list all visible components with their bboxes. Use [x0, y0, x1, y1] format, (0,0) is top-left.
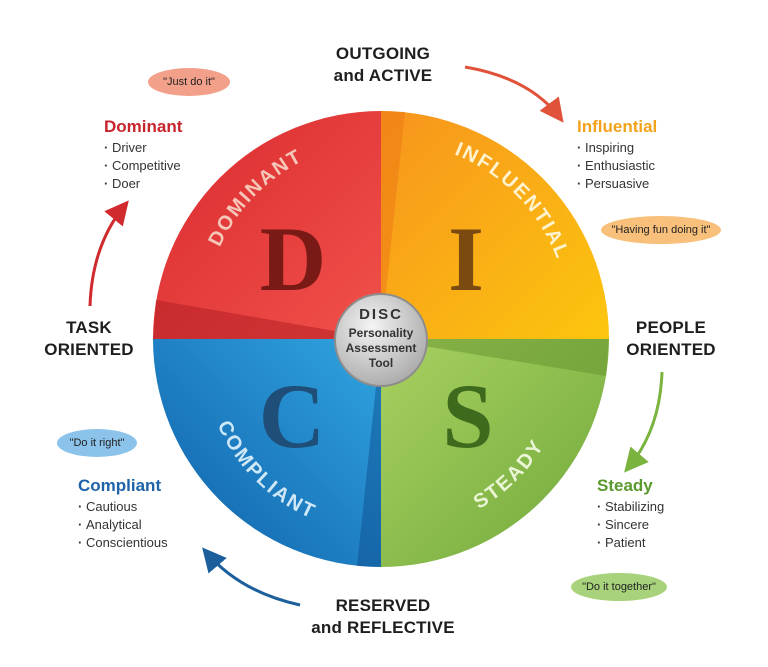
trait-item: Conscientious [78, 534, 168, 552]
axis-left-label: TASK ORIENTED [30, 317, 148, 361]
trait-item: Cautious [78, 498, 168, 516]
axis-right-label: PEOPLE ORIENTED [612, 317, 730, 361]
axis-left-line-1: TASK [66, 318, 112, 337]
center-title: DISC [359, 306, 403, 323]
axis-bottom-line-1: RESERVED [335, 596, 431, 615]
quadrant-influential [381, 111, 609, 339]
arrow-left-up [88, 200, 129, 307]
axis-right-line-1: PEOPLE [635, 318, 707, 337]
axis-top-line-1: OUTGOING [335, 44, 431, 63]
trait-block-influential: Influential Inspiring Enthusiastic Persu… [577, 116, 657, 193]
trait-item: Competitive [104, 157, 182, 175]
quadrant-steady [381, 339, 609, 567]
arrow-right-down [624, 371, 664, 473]
axis-top-label: OUTGOING and ACTIVE [313, 43, 453, 87]
arrow-bottom-left [202, 547, 301, 607]
trait-block-steady: Steady Stabilizing Sincere Patient [597, 475, 664, 552]
center-line-3: Assessment [346, 341, 417, 355]
trait-item: Stabilizing [597, 498, 664, 516]
axis-left-line-2: ORIENTED [44, 340, 134, 359]
trait-name-steady: Steady [597, 476, 653, 495]
quote-bubble-steady: "Do it together" [571, 573, 667, 601]
letter-d: D [260, 208, 326, 310]
letter-i: I [448, 208, 484, 310]
axis-top-line-2: and ACTIVE [333, 66, 433, 85]
quote-bubble-dominant: "Just do it" [148, 68, 230, 96]
quote-bubble-influential: "Having fun doing it" [601, 216, 721, 244]
trait-item: Driver [104, 139, 182, 157]
center-line-4: Tool [369, 356, 393, 370]
center-badge [334, 293, 428, 387]
center-line-2: Personality [349, 326, 414, 340]
trait-item: Enthusiastic [577, 157, 657, 175]
quadrant-dominant [153, 111, 381, 339]
axis-bottom-line-2: and REFLECTIVE [311, 618, 455, 637]
trait-item: Doer [104, 175, 182, 193]
arrow-top-right [464, 65, 564, 123]
trait-block-dominant: Dominant Driver Competitive Doer [104, 116, 182, 193]
trait-block-compliant: Compliant Cautious Analytical Conscienti… [78, 475, 168, 552]
axis-bottom-label: RESERVED and REFLECTIVE [298, 595, 468, 639]
trait-name-dominant: Dominant [104, 117, 183, 136]
letter-s: S [442, 365, 493, 467]
trait-name-influential: Influential [577, 117, 658, 136]
letter-c: C [259, 365, 325, 467]
trait-item: Persuasive [577, 175, 657, 193]
trait-item: Inspiring [577, 139, 657, 157]
trait-item: Analytical [78, 516, 168, 534]
quadrant-compliant [153, 339, 381, 567]
trait-item: Patient [597, 534, 664, 552]
axis-right-line-2: ORIENTED [626, 340, 716, 359]
trait-item: Sincere [597, 516, 664, 534]
trait-name-compliant: Compliant [78, 476, 162, 495]
quote-bubble-compliant: "Do it right" [57, 429, 137, 457]
